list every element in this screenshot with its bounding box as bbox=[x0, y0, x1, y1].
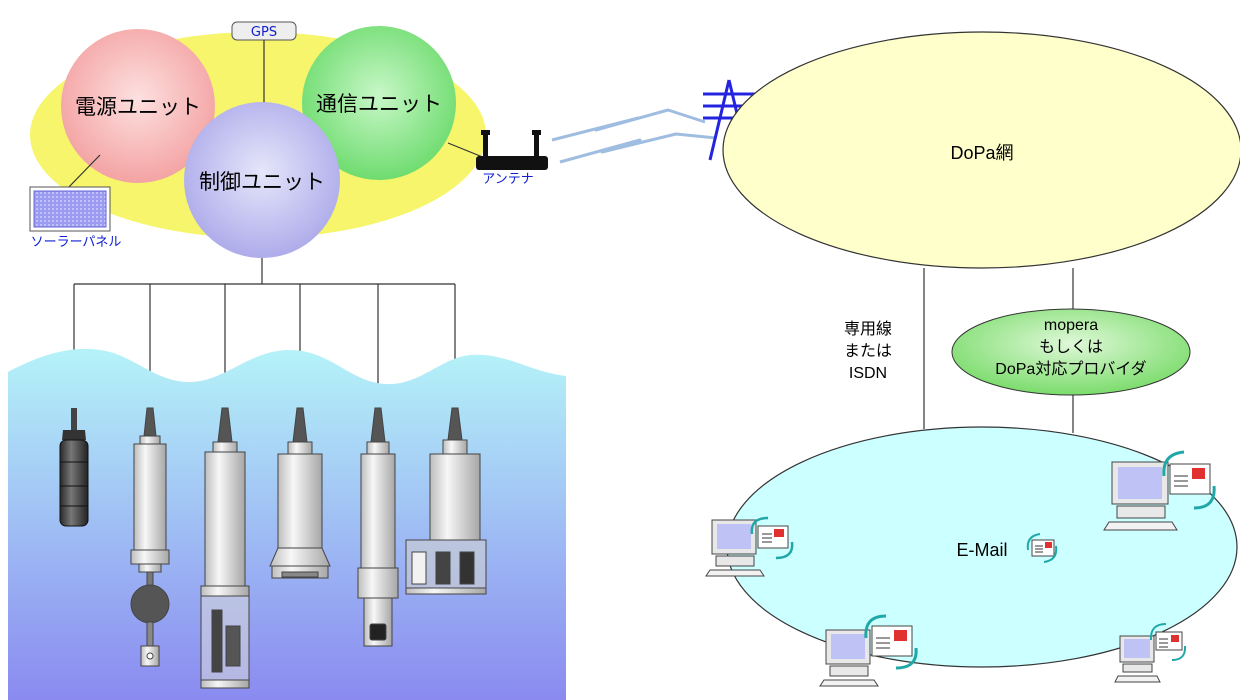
computer-icon-1 bbox=[705, 516, 794, 577]
solar-label: ソーラーパネル bbox=[31, 235, 122, 250]
svg-text:DoPa対応プロバイダ: DoPa対応プロバイダ bbox=[995, 360, 1146, 378]
svg-text:専用線: 専用線 bbox=[844, 320, 892, 338]
dopa-network: DoPa網 bbox=[722, 31, 1240, 269]
sensor-probe-2 bbox=[130, 407, 170, 667]
solar-panel: ソーラーパネル bbox=[29, 186, 122, 250]
power-unit: 電源ユニット bbox=[61, 29, 215, 183]
provider-node: mopera もしくは DoPa対応プロバイダ bbox=[951, 308, 1191, 396]
dopa-network-label: DoPa網 bbox=[950, 143, 1013, 163]
svg-text:もしくは: もしくは bbox=[1039, 338, 1103, 356]
sensor-probe-1 bbox=[59, 408, 89, 527]
control-unit-label: 制御ユニット bbox=[199, 170, 325, 194]
control-unit: 制御ユニット bbox=[184, 102, 340, 258]
sensor-probe-4 bbox=[269, 407, 331, 579]
comm-unit-label: 通信ユニット bbox=[316, 92, 442, 116]
power-unit-label: 電源ユニット bbox=[75, 95, 201, 119]
svg-text:ISDN: ISDN bbox=[849, 365, 887, 382]
computer-icon-4 bbox=[1114, 623, 1187, 683]
svg-text:mopera: mopera bbox=[1044, 317, 1098, 334]
gps-device: GPS bbox=[231, 21, 297, 41]
computer-icon-3 bbox=[819, 614, 918, 687]
sensor-probe-5 bbox=[357, 407, 399, 647]
gps-label: GPS bbox=[251, 25, 277, 40]
antenna-label: アンテナ bbox=[482, 172, 533, 187]
computer-icon-2 bbox=[1103, 450, 1216, 531]
leased-line-label: 専用線 または ISDN bbox=[844, 320, 892, 382]
svg-text:または: または bbox=[844, 342, 892, 360]
sensor-probe-3 bbox=[200, 407, 250, 689]
radio-wave-icon bbox=[551, 108, 717, 164]
email-network-label: E-Mail bbox=[956, 540, 1007, 560]
antenna-icon: アンテナ bbox=[476, 130, 548, 187]
comm-unit: 通信ユニット bbox=[302, 26, 456, 180]
solar-wire bbox=[65, 154, 101, 191]
email-envelope-icon bbox=[1026, 533, 1058, 563]
sensor-probe-6 bbox=[405, 407, 487, 595]
